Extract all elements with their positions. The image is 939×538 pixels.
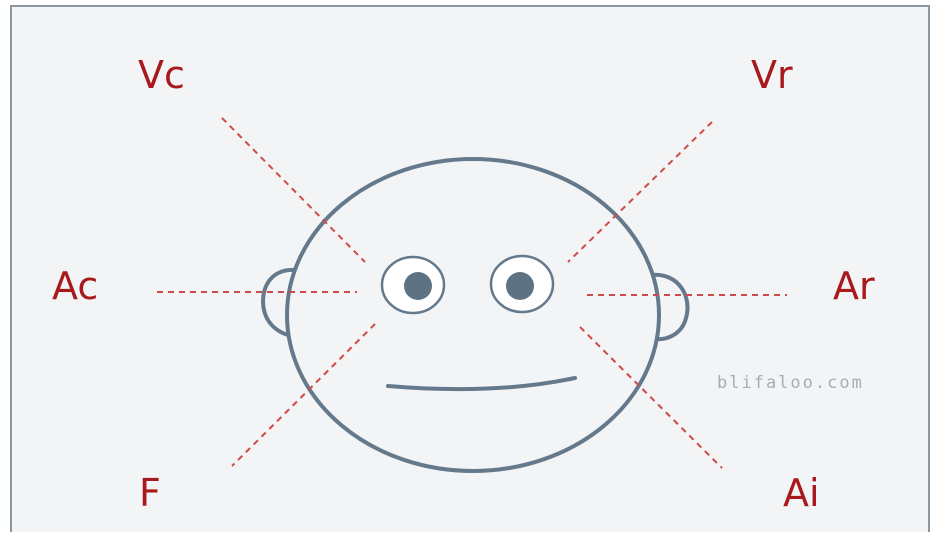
- left-eye: [382, 257, 444, 313]
- label-ac: Ac: [52, 264, 98, 308]
- label-vc: Vc: [138, 53, 185, 97]
- left-eye-pupil: [404, 272, 432, 300]
- label-f: F: [139, 471, 161, 515]
- right-eye-pupil: [506, 272, 534, 300]
- right-eye: [491, 256, 553, 312]
- watermark: blifaloo.com: [717, 373, 864, 393]
- face-head: [287, 159, 659, 471]
- label-vr: Vr: [751, 53, 793, 97]
- label-ar: Ar: [833, 264, 875, 308]
- label-ai: Ai: [783, 471, 820, 515]
